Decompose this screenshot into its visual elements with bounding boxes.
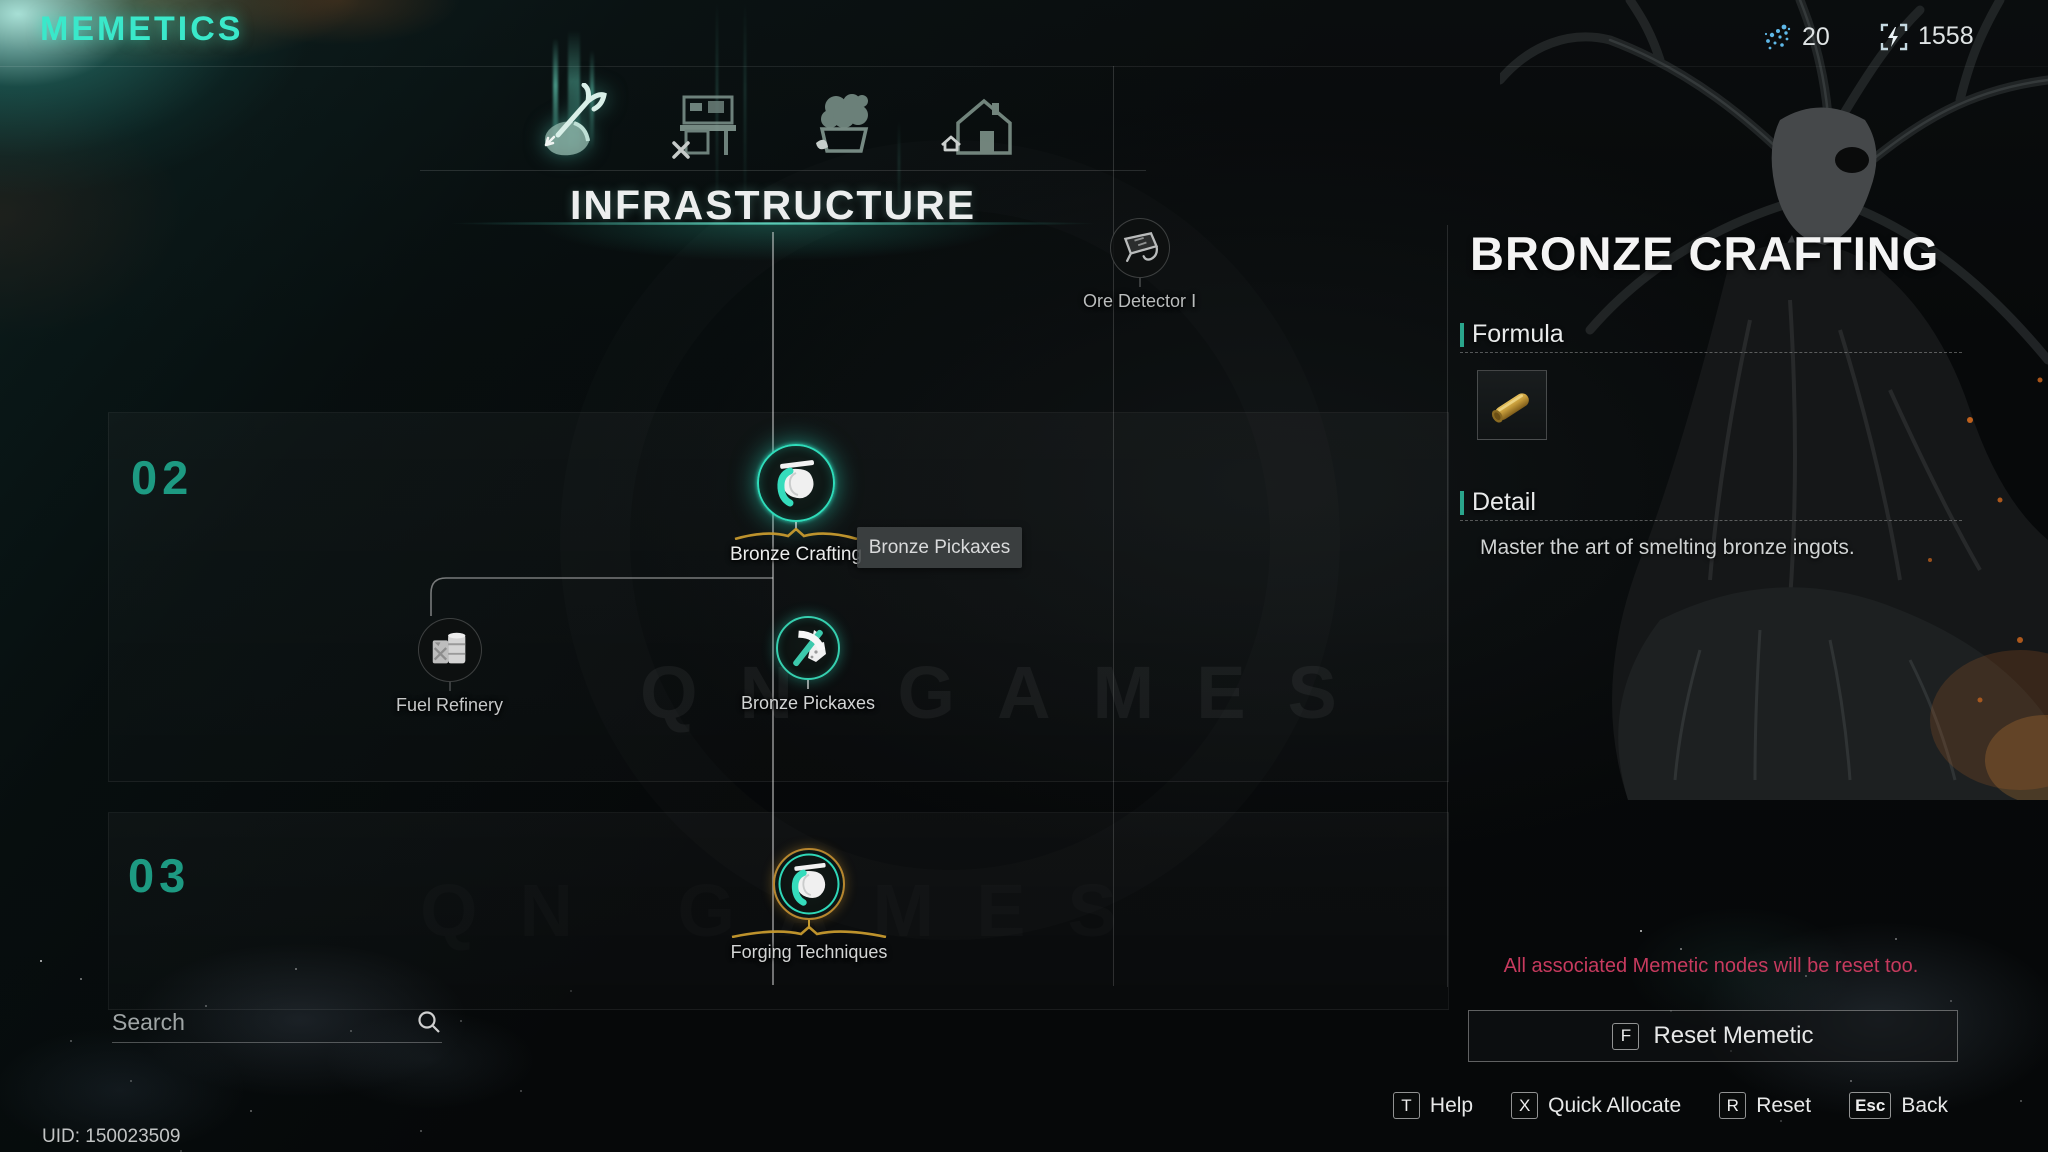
- equipment-icon: [544, 83, 607, 156]
- section-title-glow: [450, 222, 1096, 225]
- hotkey-back[interactable]: Esc Back: [1849, 1092, 1948, 1119]
- tab-planting[interactable]: [794, 82, 890, 168]
- node-label: Bronze Pickaxes: [741, 693, 876, 713]
- uid-label: UID: 150023509: [42, 1126, 181, 1147]
- key-esc-badge: Esc: [1849, 1092, 1892, 1119]
- detail-label: Detail: [1472, 488, 1536, 516]
- bronze-ingot-icon: [1491, 393, 1529, 423]
- hotkey-back-label: Back: [1901, 1093, 1948, 1117]
- node-label: Bronze Crafting: [730, 544, 863, 565]
- tab-equipment[interactable]: [520, 82, 616, 168]
- light-beam: [744, 0, 746, 225]
- formula-label: Formula: [1472, 320, 1564, 348]
- formula-divider: [1460, 352, 1962, 353]
- detail-divider: [1460, 520, 1962, 521]
- tooltip-bronze-pickaxes: Bronze Pickaxes: [857, 527, 1022, 568]
- active-tab-beam: [553, 38, 558, 156]
- hotkey-quick-allocate-label: Quick Allocate: [1548, 1093, 1682, 1117]
- reset-memetic-label: Reset Memetic: [1653, 1022, 1814, 1049]
- energy-icon: [1880, 23, 1908, 50]
- hotkey-quick-allocate[interactable]: X Quick Allocate: [1511, 1092, 1681, 1119]
- node-fuel-refinery[interactable]: Fuel Refinery: [396, 618, 503, 716]
- page-title: MEMETICS: [40, 10, 244, 48]
- panel-title: BRONZE CRAFTING: [1470, 227, 1940, 280]
- crucible-icon: [791, 862, 826, 906]
- node-label: Ore Detector Ⅰ: [1083, 291, 1197, 311]
- nebula-texture-left: [0, 940, 560, 1152]
- node-label: Forging Techniques: [730, 942, 888, 962]
- node-label: Fuel Refinery: [396, 695, 504, 715]
- fuel-refinery-icon: [432, 632, 465, 664]
- reset-warning-text: All associated Memetic nodes will be res…: [1503, 955, 1919, 977]
- node-bronze-crafting[interactable]: Bronze Crafting: [730, 444, 862, 566]
- tabs-underline: [420, 170, 1146, 171]
- building-icon: [941, 98, 1012, 155]
- light-beam: [898, 120, 900, 225]
- detail-section-header: Detail: [1460, 488, 1536, 517]
- grid-line-horizontal: [0, 66, 2048, 67]
- crafting-bench-icon: [672, 95, 736, 159]
- grid-line-vertical: [1113, 66, 1114, 986]
- memetic-points-value: 20: [1802, 22, 1830, 51]
- search-icon: [418, 1011, 440, 1033]
- planting-icon: [816, 94, 869, 153]
- node-forging-techniques[interactable]: Forging Techniques: [729, 848, 889, 963]
- reset-memetic-button[interactable]: F Reset Memetic: [1468, 1010, 1958, 1062]
- hotkey-reset[interactable]: R Reset: [1719, 1092, 1811, 1119]
- tab-building[interactable]: [926, 82, 1022, 168]
- selection-bracket: [731, 926, 887, 938]
- panel-divider: [1447, 225, 1448, 987]
- energy-value: 1558: [1918, 22, 1974, 50]
- currency-energy: 1558: [1880, 22, 1974, 51]
- memetic-points-icon: [1764, 24, 1791, 50]
- star-specks: [40, 960, 42, 962]
- hotkey-help-label: Help: [1429, 1093, 1474, 1117]
- hotkey-help[interactable]: T Help: [1392, 1092, 1474, 1119]
- star-specks: [1640, 930, 1642, 932]
- selection-bracket: [734, 528, 858, 540]
- node-bronze-pickaxes[interactable]: Bronze Pickaxes: [741, 616, 875, 714]
- formula-section-header: Formula: [1460, 320, 1564, 349]
- key-f-badge: F: [1612, 1022, 1640, 1050]
- currency-memetic-points: 20: [1762, 22, 1830, 52]
- tier-number-02: 02: [131, 451, 194, 504]
- bronze-pickaxe-icon: [793, 629, 827, 667]
- key-t-badge: T: [1392, 1092, 1420, 1119]
- tier-number-03: 03: [128, 849, 191, 902]
- section-title: INFRASTRUCTURE: [569, 182, 977, 228]
- tier-band-03: [108, 812, 1449, 1010]
- ore-detector-icon: [1123, 232, 1158, 262]
- key-r-badge: R: [1719, 1092, 1747, 1119]
- hotkey-bar: T Help X Quick Allocate R Reset Esc Back: [1392, 1092, 1948, 1119]
- tab-crafting-bench[interactable]: [658, 82, 754, 168]
- watermark-text: QN GAMES: [640, 650, 1379, 735]
- crucible-icon: [777, 460, 815, 507]
- search-input[interactable]: Search: [112, 1002, 442, 1043]
- search-placeholder: Search: [112, 1008, 185, 1035]
- section-title-haze: [480, 224, 1066, 270]
- node-ore-detector[interactable]: Ore Detector Ⅰ: [1083, 218, 1196, 312]
- hotkey-reset-label: Reset: [1756, 1093, 1812, 1117]
- section-accent-bar: [1460, 322, 1464, 347]
- detail-text: Master the art of smelting bronze ingots…: [1480, 536, 1855, 559]
- section-accent-bar: [1460, 490, 1464, 515]
- key-x-badge: X: [1511, 1092, 1539, 1119]
- deer-skull-creature-art: [1500, 0, 2048, 800]
- formula-item-bronze-ingot[interactable]: [1477, 370, 1547, 440]
